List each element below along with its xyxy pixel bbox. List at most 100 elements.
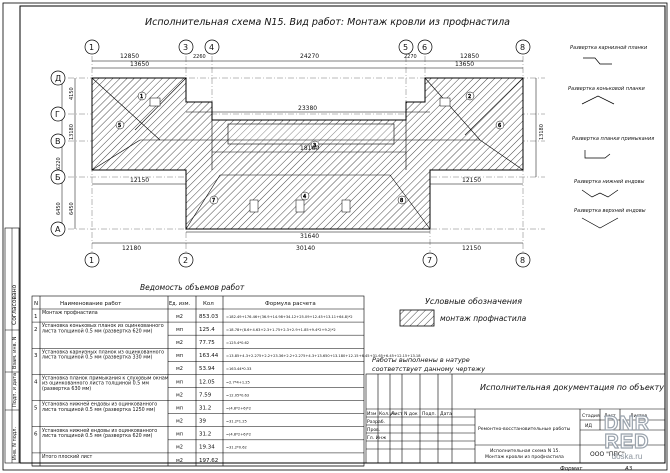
detail-caption-upper-valley: Развертка верхней ендовы (574, 208, 646, 214)
dim-top2-1: 13650 (130, 61, 149, 68)
row-unit: м2 (176, 458, 183, 464)
dim-left-2: 13180 (69, 124, 75, 140)
svg-text:1: 1 (140, 94, 143, 100)
row-work-name: листа толщиной 0.5 мм (развертка 620 мм) (42, 327, 152, 334)
drawing-title: Исполнительная схема N15. Вид работ: Мон… (145, 17, 510, 28)
dim-left-3: 6220 (56, 157, 62, 170)
row-work-name: Монтаж профнастила (42, 310, 98, 316)
tb-format-label: Формат (560, 466, 583, 472)
svg-text:4: 4 (303, 194, 306, 200)
dim-inner: 18160 (300, 145, 319, 152)
title-block-header: Исполнительная документация по объекту (480, 383, 664, 392)
stamp-sign-date: Подп. и дата (12, 373, 18, 407)
tb-sheet-desc-2: Монтаж кровли из профнастила (485, 454, 564, 460)
axis-col-8-bottom: 8 (520, 256, 525, 265)
detail-caption-eaves: Развертка карнизной планки (570, 45, 648, 51)
axis-col-8-top: 8 (520, 43, 525, 52)
watermark-logo: DNR RED (603, 413, 651, 453)
row-qty: 53.94 (199, 366, 215, 372)
row-work-name: листа толщиной 0.5 мм (развертка 620 мм) (42, 432, 152, 439)
axis-row-a: А (55, 225, 61, 234)
row-unit: м2 (176, 366, 183, 372)
row-work-name: Установка планок примыкания к слуховым о… (42, 375, 169, 381)
row-qty: 197.62 (199, 458, 218, 464)
row-number: 5 (34, 405, 38, 411)
dim-lower-right: 12150 (462, 177, 481, 184)
tb-col-podp: Подп. (422, 411, 436, 417)
tb-role-check: Пров. (367, 427, 380, 433)
row-qty: 31.2 (199, 432, 211, 438)
volumes-table: Ведомость объемов работ N Наименование р… (31, 283, 421, 467)
axis-col-1-top: 1 (89, 43, 94, 52)
tb-col-kol: Кол.уч (379, 411, 395, 417)
watermark-site: doska.ru (611, 452, 643, 461)
row-unit: м2 (176, 314, 183, 320)
row-qty: 125.4 (199, 327, 215, 333)
watermark: DNR RED doska.ru (588, 413, 666, 461)
stamp-inv-orig: Инв. N подл. (12, 427, 18, 460)
row-qty: 163.44 (199, 353, 219, 359)
svg-text:3: 3 (313, 143, 316, 149)
row-unit: мп (176, 432, 183, 438)
svg-text:6: 6 (498, 123, 501, 129)
tb-col-list: Лист (391, 411, 403, 417)
axis-row-v: В (55, 137, 61, 146)
axis-col-1-bottom: 1 (89, 256, 94, 265)
tb-work-desc: Ремонтно-восстановительные работы (478, 426, 571, 432)
volumes-title: Ведомость объемов работ (140, 283, 245, 292)
dim-left-4: 6450 (56, 202, 62, 215)
tb-role-chief: Гл. Инж (367, 435, 386, 441)
row-unit: м2 (176, 419, 183, 425)
row-formula: =31.2*1.25 (226, 420, 247, 424)
row-work-name: Установка коньковых планок из оцинкованн… (42, 323, 164, 329)
row-qty: 19.34 (199, 445, 215, 451)
row-unit: мп (176, 379, 183, 385)
dim-top2-2: 13650 (455, 61, 474, 68)
col-head-unit: Ед. изм. (169, 301, 190, 307)
row-work-name: Установка карнизных планок из оцинкованн… (42, 349, 164, 355)
completion-note: Работы выполнены в натуре соответствует … (372, 356, 485, 373)
dim-top-2: 2260 (193, 54, 206, 60)
col-head-qty: Кол (203, 301, 214, 307)
detail-caption-lower-valley: Развертка нижней ендовы (574, 179, 645, 185)
dim-bottom2-2: 30140 (296, 245, 315, 252)
row-qty: 853.03 (199, 314, 219, 320)
dim-top-4: 2270 (404, 54, 417, 60)
tb-col-date: Дата (440, 411, 452, 417)
col-head-n: N (34, 301, 38, 307)
row-work-name: из оцинкованного листа толщиной 0.5 мм (42, 380, 149, 387)
row-qty: 39 (199, 419, 206, 425)
axis-col-3-top: 3 (183, 43, 188, 52)
note-line-2: соответствует данному чертежу (372, 365, 485, 373)
legend: Условные обозначения монтаж профнастила (399, 297, 527, 327)
dim-top-1: 12850 (120, 53, 139, 60)
row-work-name: Итого плоский лист (42, 453, 93, 460)
row-number: 6 (34, 432, 38, 438)
row-formula: =125.4*0.62 (226, 341, 249, 345)
dim-bottom2-1: 12180 (122, 245, 141, 252)
svg-text:5: 5 (118, 123, 121, 129)
tb-stage-value: ИД (585, 423, 592, 429)
legend-title: Условные обозначения (425, 297, 522, 306)
row-qty: 12.05 (199, 379, 215, 385)
row-unit: мп (176, 405, 183, 411)
tb-role-dev: Разраб. (367, 419, 385, 425)
row-unit: м2 (176, 445, 183, 451)
tb-sheets-h: Листов (630, 413, 647, 419)
tb-org: ООО "ППС" (590, 451, 625, 458)
axis-row-g: Г (55, 110, 60, 119)
detail-sketches: Развертка карнизной планки Развертка кон… (568, 45, 654, 229)
axis-col-6-top: 6 (422, 43, 427, 52)
dim-top-3: 24270 (300, 53, 319, 60)
row-formula: =13.85+4.3+2.275+2.2+23.36+2.2+2.275+4.3… (226, 354, 421, 358)
row-work-name: листа толщиной 0.5 мм (развертка 330 мм) (42, 353, 152, 360)
side-stamp: Согласовано Инв. N подл. Подп. и дата Вз… (4, 227, 20, 464)
axis-row-b: Б (55, 173, 61, 182)
row-number: 4 (34, 379, 38, 385)
legend-swatch (399, 309, 435, 327)
row-formula: =12.05*0.63 (226, 393, 249, 397)
svg-text:2: 2 (468, 94, 471, 100)
stamp-replace-inv: Взам. инв. N (12, 336, 18, 369)
inner-frame (19, 5, 666, 464)
